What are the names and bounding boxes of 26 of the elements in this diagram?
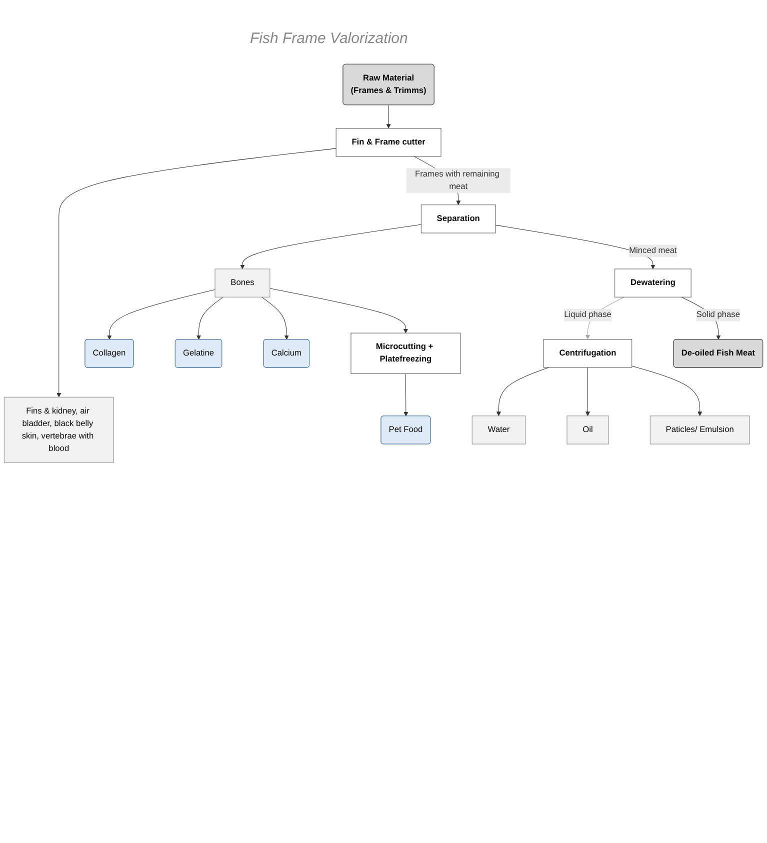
diagram-title: Fish Frame Valorization bbox=[250, 30, 408, 47]
arrow bbox=[585, 367, 590, 416]
arrow bbox=[270, 288, 408, 334]
node-box: Fin & Frame cutter bbox=[336, 128, 442, 157]
node-box: Separation bbox=[420, 204, 496, 234]
arrow bbox=[240, 224, 422, 270]
arrow bbox=[107, 289, 216, 340]
node-box: Dewatering bbox=[614, 268, 692, 298]
edge-label: Minced meat bbox=[629, 246, 677, 256]
arrow bbox=[632, 366, 702, 416]
arrow bbox=[496, 367, 549, 416]
edge-label: Liquid phase bbox=[564, 310, 612, 320]
arrow bbox=[262, 296, 289, 340]
arrow bbox=[386, 104, 391, 128]
edge-label: Solid phase bbox=[696, 310, 740, 320]
node-box: Paticles/ Emulsion bbox=[650, 416, 750, 444]
arrow bbox=[196, 296, 224, 340]
edge-label: Frames with remaining meat bbox=[415, 170, 500, 192]
node-box: Fins & kidney, air bladder, black belly skin, vertebrae with blood bbox=[4, 396, 114, 464]
node-box: Microcutting + Platefreezing bbox=[350, 332, 461, 374]
node-box: Oil bbox=[566, 416, 609, 444]
node-box: Bones bbox=[214, 268, 270, 298]
arrow bbox=[404, 373, 408, 416]
arrow bbox=[56, 148, 336, 398]
node-box: Water bbox=[472, 416, 526, 444]
node-box: Centrifugation bbox=[543, 339, 632, 368]
